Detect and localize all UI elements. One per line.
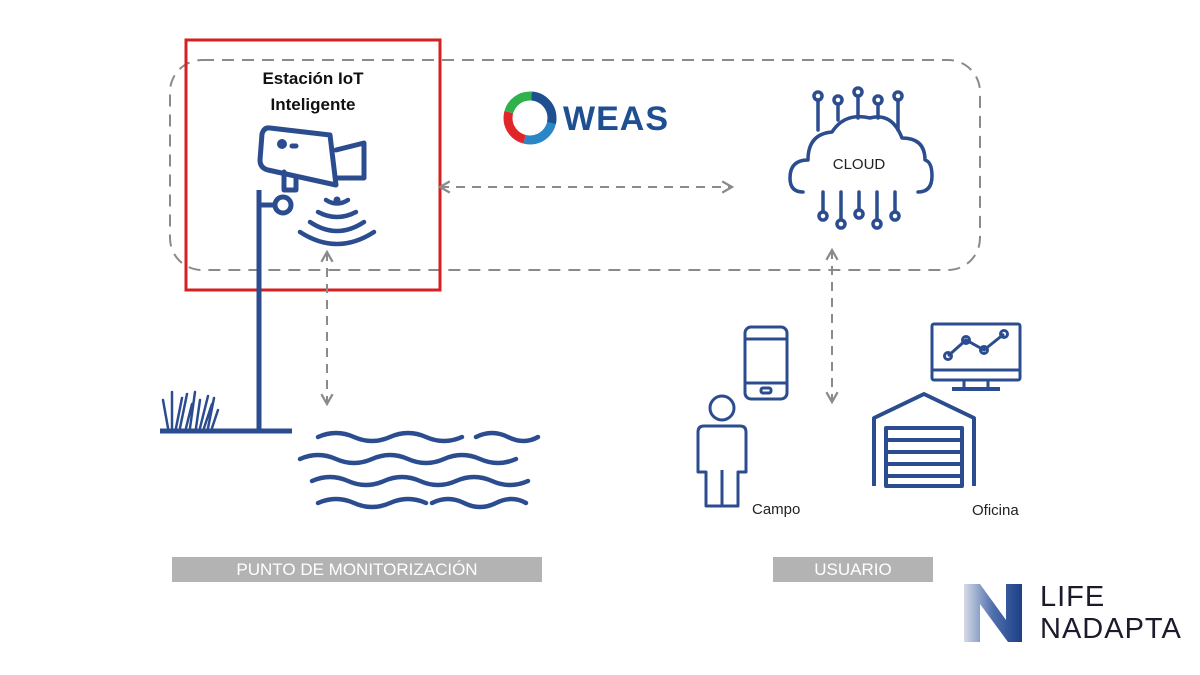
weas-logo-icon [503,91,557,145]
weas-logo-text: WEAS [563,100,669,138]
cloud-label: CLOUD [832,156,886,173]
wireless-signal-icon [297,196,377,247]
smartphone-icon [743,325,789,401]
brand-line1: LIFE [1040,581,1106,613]
nadapta-n-icon [964,584,1022,642]
station-title: Estación IoT Inteligente [186,66,440,118]
station-title-line2: Inteligente [270,95,356,114]
office-building-icon [872,392,976,488]
monitor-chart-icon [930,322,1022,391]
office-label: Oficina [972,502,1019,519]
person-icon [696,394,748,508]
grass-icon [161,390,220,430]
field-label: Campo [752,501,801,518]
station-pole [160,190,292,434]
life-nadapta-logo: LIFE NADAPTA [962,580,1182,646]
water-icon [297,430,541,510]
user-bar: USUARIO [773,557,933,582]
station-highlight-box [184,38,442,292]
monitoring-point-bar: PUNTO DE MONITORIZACIÓN [172,557,542,582]
system-boundary [169,59,981,271]
cloud-icon [788,86,934,230]
brand-line2: NADAPTA [1040,613,1182,645]
station-title-line1: Estación IoT [262,69,364,88]
iot-camera-icon [257,125,367,216]
